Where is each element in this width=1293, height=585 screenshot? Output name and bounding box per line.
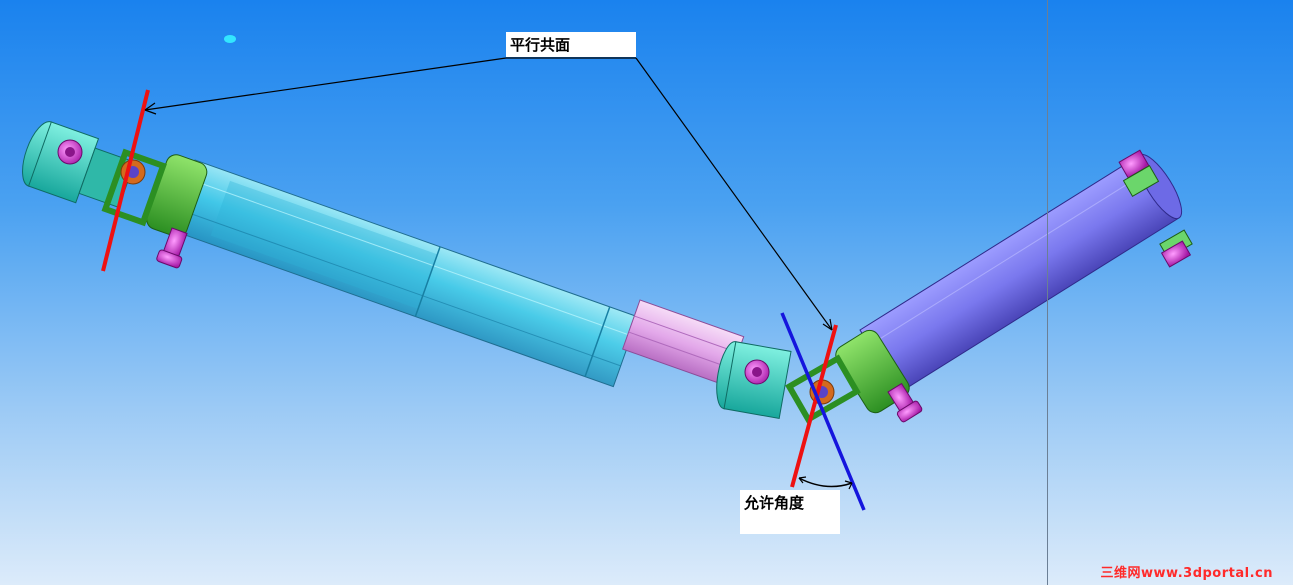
nut-bottom [1159, 229, 1193, 268]
allowed-angle-label: 允许角度 [740, 490, 840, 534]
left-universal-joint [22, 121, 188, 269]
left-joint-axis-line [101, 89, 150, 272]
telescopic-tube [169, 159, 639, 388]
leader-line-left [144, 57, 507, 111]
watermark: 三维网www.3dportal.cn [1100, 566, 1273, 581]
viewport-divider [1047, 0, 1048, 585]
nut-top [1118, 149, 1160, 197]
leader-line-right [635, 57, 833, 331]
bolt-icon [887, 382, 923, 423]
parallel-plane-label: 平行共面 [506, 32, 636, 57]
angle-arc [798, 477, 853, 488]
bolt-icon [156, 227, 188, 269]
right-universal-joint [716, 341, 923, 424]
right-joint-axis-line [790, 324, 838, 488]
output-axis-line [780, 312, 866, 511]
origin-marker [224, 35, 236, 43]
